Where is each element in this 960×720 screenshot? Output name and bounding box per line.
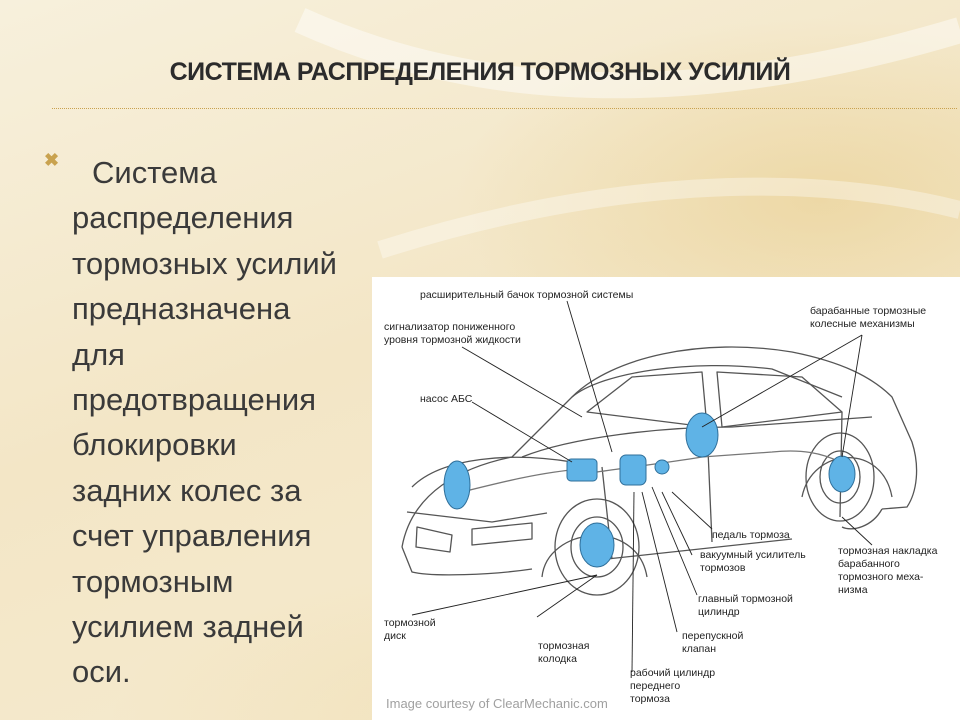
bullet-line: тормозным	[72, 563, 234, 599]
label-drum-lining: тормозная накладка барабанного тормозног…	[838, 545, 938, 596]
label-bypass-valve: перепускной клапан	[682, 630, 744, 655]
label-brake-disc: тормозной диск	[384, 617, 436, 642]
car-illustration	[401, 300, 918, 673]
bullet-line: распределения	[72, 200, 294, 236]
bullet-line: тормозных усилий	[72, 245, 337, 281]
front-right-disc	[579, 522, 615, 568]
bullet-line: Система	[92, 155, 217, 190]
master-cylinder	[654, 459, 670, 475]
label-reservoir: расширительный бачок тормозной системы	[420, 289, 634, 301]
rear-drum-right	[828, 455, 856, 493]
slide-title: СИСТЕМА РАСПРЕДЕЛЕНИЯ ТОРМОЗНЫХ УСИЛИЙ	[169, 58, 791, 86]
bullet-line: предотвращения	[72, 382, 317, 418]
abs-pump	[566, 458, 598, 482]
title-divider	[52, 108, 957, 109]
label-drum-brakes: барабанные тормозные колесные механизмы	[810, 305, 927, 330]
bullet-text: Система распределения тормозных усилий п…	[72, 150, 372, 695]
bullet-line: оси.	[72, 654, 131, 690]
vacuum-booster	[619, 454, 647, 486]
bullet-line: усилием задней	[72, 609, 304, 645]
label-vacuum-booster: вакуумный усилитель тормозов	[700, 549, 806, 574]
bullet-line: предназначена	[72, 291, 291, 327]
label-brake-pad: тормозная колодка	[538, 640, 590, 665]
x-bullet-icon: ✖	[44, 150, 60, 170]
bullet-line: блокировки	[72, 427, 237, 463]
image-credit: Image courtesy of ClearMechanic.com	[386, 696, 608, 711]
label-brake-pedal: педаль тормоза	[712, 529, 790, 541]
rear-drum-left	[685, 412, 719, 458]
label-abs-pump: насос АБС	[420, 393, 473, 405]
label-fluid-indicator: сигнализатор пониженного уровня тормозно…	[384, 321, 521, 346]
front-left-disc	[443, 460, 471, 510]
label-master-cylinder: главный тормозной цилиндр	[698, 593, 793, 618]
bullet-line: счет управления	[72, 518, 312, 554]
bullet-line: задних колес за	[72, 472, 302, 508]
label-wheel-cylinder: рабочий цилиндр переднего тормоза	[630, 667, 716, 705]
bullet-line: для	[72, 336, 125, 372]
brake-system-diagram: расширительный бачок тормозной системы с…	[372, 277, 960, 720]
